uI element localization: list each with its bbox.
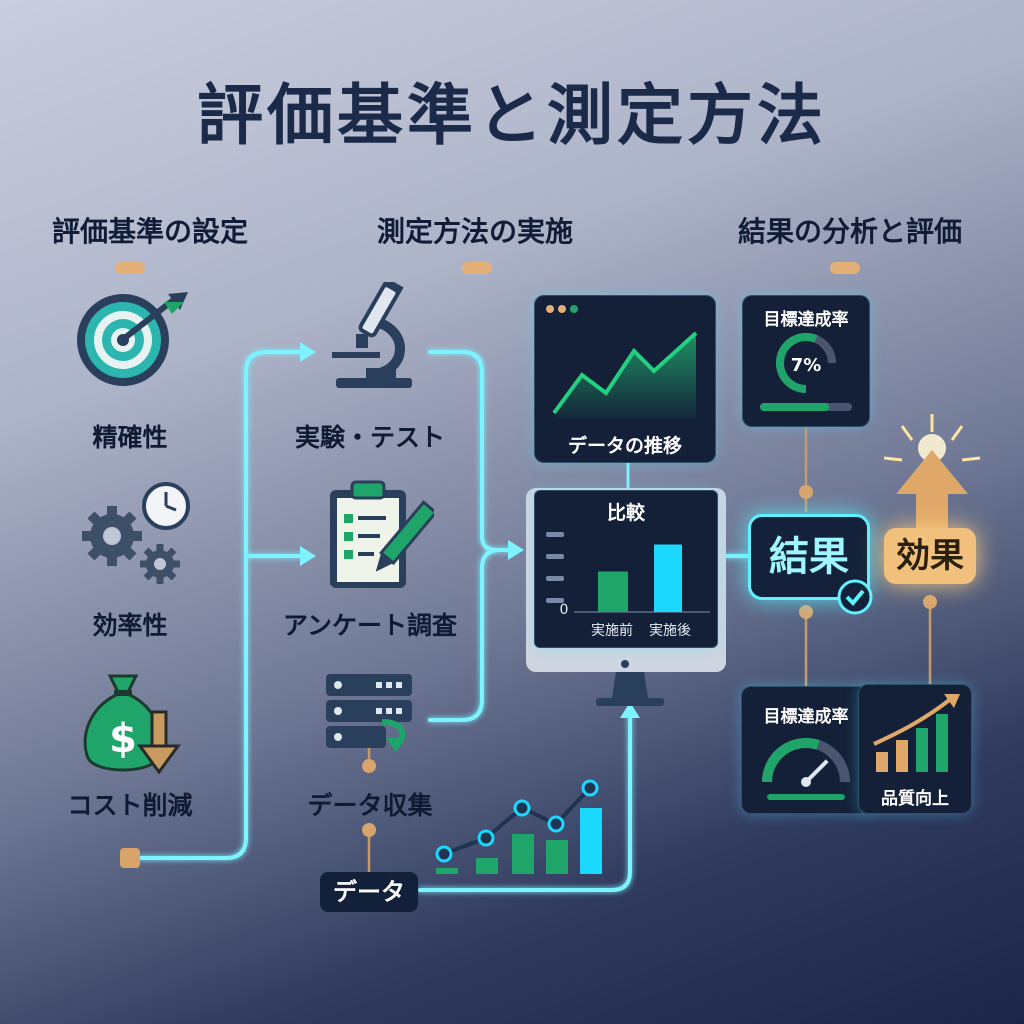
microscope-icon — [332, 282, 412, 388]
comparison-title: 比較 — [606, 502, 645, 524]
column-header-criteria: 評価基準の設定 — [51, 215, 248, 248]
criteria-label-efficiency: 効率性 — [92, 611, 168, 640]
up-arrow-icon — [883, 414, 981, 534]
gauge-bottom-arc — [762, 738, 820, 783]
trend-chart — [552, 331, 698, 419]
goal-panel-bottom: 目標達成率 — [741, 686, 871, 814]
gauge-icon — [776, 333, 836, 393]
axis-zero-label: 0 — [559, 602, 569, 618]
speedometer-icon — [762, 738, 850, 800]
target-icon — [77, 292, 188, 386]
column-marker — [115, 262, 145, 274]
column-header-analysis: 結果の分析と評価 — [737, 215, 962, 248]
column-marker — [830, 262, 860, 274]
quality-panel-label: 品質向上 — [881, 789, 949, 809]
goal-panel-bottom-title: 目標達成率 — [763, 707, 849, 727]
gears-clock-icon — [82, 482, 190, 584]
category-label-before: 実施前 — [591, 623, 633, 639]
data-growth-chart-icon — [435, 779, 602, 874]
criteria-label-cost: コスト削減 — [67, 791, 193, 820]
result-box: 結果 — [748, 514, 870, 600]
page-title: 評価基準と測定方法 — [197, 77, 827, 154]
window-dots-icon — [546, 305, 578, 313]
money-bag-down-icon: $ — [83, 674, 181, 775]
bar-after — [654, 544, 682, 612]
effect-box: 効果 — [884, 528, 976, 584]
trend-panel: データの推移 — [534, 295, 716, 463]
method-label-collection: データ収集 — [307, 791, 433, 820]
method-label-experiment: 実験・テスト — [294, 423, 445, 452]
data-tag: データ — [320, 872, 418, 912]
bar-before — [598, 571, 628, 612]
method-label-survey: アンケート調査 — [282, 611, 457, 640]
server-icon — [326, 674, 412, 752]
category-label-after: 実施後 — [649, 623, 691, 639]
svg-text:$: $ — [109, 716, 137, 762]
monitor-power-dot — [621, 660, 629, 668]
trend-panel-label: データの推移 — [567, 435, 682, 457]
goal-panel-top: 目標達成率 7% — [742, 295, 870, 427]
clipboard-pencil-icon — [330, 480, 434, 588]
goal-progress-fill — [760, 403, 829, 411]
goal-panel-top-title: 目標達成率 — [763, 310, 849, 330]
quality-chart-icon — [873, 694, 960, 772]
comparison-panel: 比較 0 実施前 実施後 — [534, 490, 718, 648]
monitor-stand — [596, 672, 664, 706]
column-header-methods: 測定方法の実施 — [376, 215, 573, 248]
goal-panel-top-value: 7% — [790, 355, 822, 376]
column-marker — [462, 262, 492, 274]
goal-progress-track — [760, 403, 852, 411]
check-icon — [837, 579, 873, 615]
comparison-chart — [546, 532, 710, 613]
criteria-label-accuracy: 精確性 — [92, 423, 168, 452]
gauge-top-arc — [776, 333, 818, 393]
quality-panel: 品質向上 — [858, 684, 972, 814]
